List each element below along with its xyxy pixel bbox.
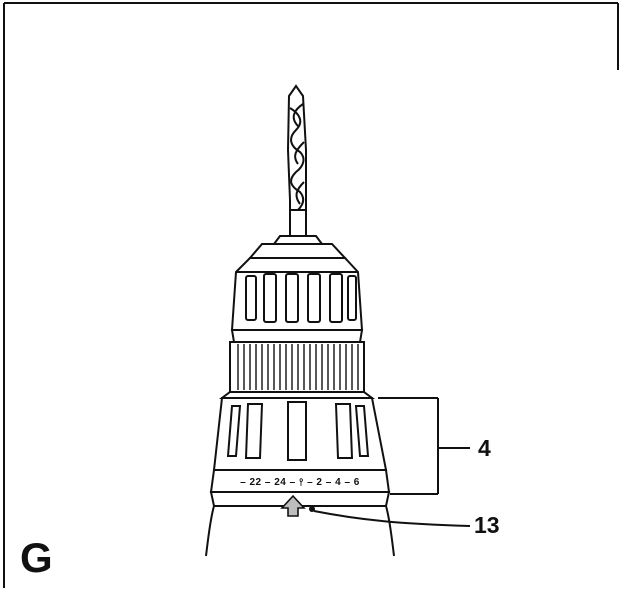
callout-13-leader xyxy=(313,510,471,527)
drill-housing xyxy=(205,491,395,557)
callout-13-label: 13 xyxy=(474,512,500,538)
callout-4-label: 4 xyxy=(478,435,491,461)
torque-scale: – 22 – 24 – ⫯ – 2 – 4 – 6 xyxy=(240,477,360,488)
knurled-ring xyxy=(219,341,375,399)
chuck-sleeve xyxy=(230,257,364,343)
figure-letter: G xyxy=(20,534,53,581)
chuck-nose xyxy=(247,235,348,259)
callout-4-bracket xyxy=(378,397,470,495)
figure-frame xyxy=(3,2,619,588)
drill-bit xyxy=(286,84,307,237)
position-arrow xyxy=(280,494,315,517)
torque-ring xyxy=(209,397,391,493)
